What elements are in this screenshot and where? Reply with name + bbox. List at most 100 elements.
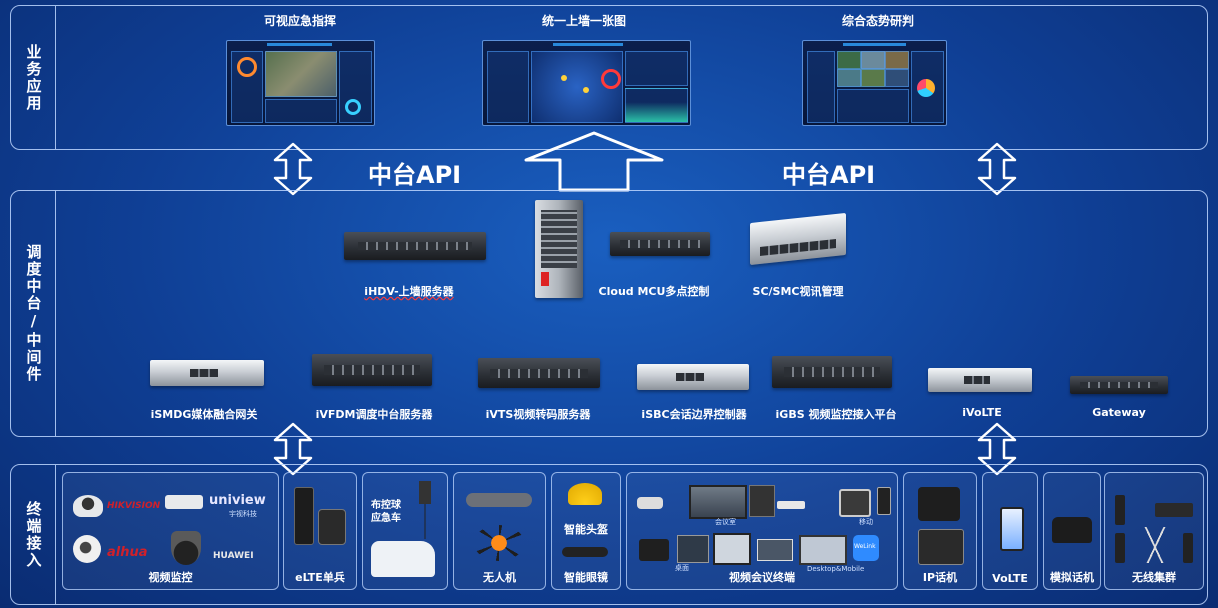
emergency-dashboard-screenshot[interactable] <box>226 40 375 126</box>
bullet-camera-icon <box>165 495 203 509</box>
server-label-gateway: Gateway <box>1092 406 1146 419</box>
phone-icon <box>877 487 891 515</box>
smartphone-icon <box>1000 507 1024 551</box>
terminal-elte[interactable]: eLTE单兵 <box>283 472 357 590</box>
endpoint-box-icon <box>777 501 805 509</box>
cloud-mcu-image <box>610 232 710 256</box>
body-camera-icon <box>318 509 346 545</box>
huawei-logo: HUAWEI <box>213 551 254 561</box>
ivts-image <box>478 358 600 388</box>
uniview-cn-logo: 宇视科技 <box>229 510 257 518</box>
api-label-right: 中台API <box>782 161 876 189</box>
terminal-drone[interactable]: 无人机 <box>453 472 546 590</box>
uniview-logo: uniview <box>209 493 266 508</box>
upward-arrow <box>524 131 664 192</box>
terminal-volte[interactable]: VoLTE <box>982 472 1038 590</box>
desk-monitor-icon <box>713 533 751 565</box>
business-layer-label: 业务应用 <box>11 6 56 149</box>
tower-icon <box>1143 527 1167 563</box>
server-label-ivolte: iVoLTE <box>962 406 1002 419</box>
desktop-mobile-label: Desktop&Mobile <box>807 565 865 573</box>
ip-phone-icon <box>639 539 669 561</box>
gateway-image <box>1070 376 1168 394</box>
business-layer: 业务应用 <box>10 5 1208 150</box>
terminal-layer-label: 终端接入 <box>11 465 56 604</box>
vehicle-label: 布控球 应急车 <box>371 500 401 524</box>
handheld-radio-icon <box>1115 495 1125 525</box>
emergency-van-icon <box>371 541 435 577</box>
isbc-image <box>637 364 749 390</box>
ptz-camera-icon <box>73 535 101 563</box>
double-arrow-left-top <box>273 142 313 196</box>
tripod-camera-icon <box>419 481 431 539</box>
tv-screen-icon <box>749 485 775 517</box>
desktop-mobile-icon <box>799 535 847 565</box>
helmet-icon <box>568 483 602 505</box>
server-label-isbc: iSBC会话边界控制器 <box>641 408 747 421</box>
terminal-label-ip-phone: IP话机 <box>922 571 958 584</box>
server-label-igbs: iGBS 视频监控接入平台 <box>775 408 897 421</box>
handheld-radio-icon-2 <box>1115 533 1125 563</box>
app-caption-situation: 综合态势研判 <box>841 14 914 28</box>
middleware-layer: 调度中台/中间件 <box>10 190 1208 437</box>
app-caption-wall: 统一上墙一张图 <box>541 14 626 28</box>
terminal-ip-phone[interactable]: IP话机 <box>903 472 977 590</box>
terminal-label-trunking: 无线集群 <box>1132 571 1176 584</box>
terminal-label-glasses: 智能眼镜 <box>564 571 608 584</box>
server-label-sc-smc: SC/SMC视讯管理 <box>752 285 844 298</box>
conference-camera-icon <box>637 497 663 509</box>
server-label-cloud-mcu: Cloud MCU多点控制 <box>598 285 710 298</box>
terminal-trunking[interactable]: 无线集群 <box>1104 472 1204 590</box>
welink-logo-icon: WeLink <box>853 535 879 561</box>
terminal-smart-wear[interactable]: 智能头盔 智能眼镜 <box>551 472 621 590</box>
ivfdm-image <box>312 354 432 386</box>
server-label-ivfdm: iVFDM调度中台服务器 <box>315 408 433 421</box>
dahua-logo: alhua <box>107 545 148 560</box>
hikvision-logo: HIKVISION <box>107 501 161 511</box>
terminal-analog-phone[interactable]: 模拟话机 <box>1043 472 1101 590</box>
terminal-label-volte: VoLTE <box>992 572 1028 585</box>
drone-orange-icon <box>474 525 524 561</box>
app-caption-emergency: 可视应急指挥 <box>263 14 336 28</box>
terminal-label-drone: 无人机 <box>483 571 516 584</box>
desk-screen-icon <box>677 535 709 563</box>
analog-phone-icon <box>1052 517 1092 543</box>
speed-dome-icon <box>171 531 201 565</box>
terminal-label-helmet: 智能头盔 <box>564 523 608 536</box>
terminal-layer: 终端接入 <box>10 464 1208 605</box>
drone-gray-icon <box>466 493 532 507</box>
handheld-radio-icon-3 <box>1183 533 1193 563</box>
laptop-icon <box>757 539 793 561</box>
wall-map-screenshot[interactable] <box>482 40 691 126</box>
terminal-video-surveillance[interactable]: HIKVISION uniview 宇视科技 alhua HUAWEI 视频监控 <box>62 472 279 590</box>
chassis-server-image <box>535 200 583 298</box>
ihdv-server-image <box>344 232 486 260</box>
dome-camera-icon <box>73 495 103 517</box>
video-phone-icon <box>918 529 964 565</box>
terminal-label-elte: eLTE单兵 <box>295 571 345 584</box>
terminal-video-conference[interactable]: 会议室 移动 桌面 Desktop&Mobile WeLink 视频会议终端 <box>626 472 898 590</box>
server-label-ivts: iVTS视频转码服务器 <box>485 408 591 421</box>
welink-label: WeLink <box>854 543 876 550</box>
double-arrow-right-top <box>977 142 1017 196</box>
terminal-label-video-conference: 视频会议终端 <box>729 571 795 584</box>
meeting-room-label: 会议室 <box>715 518 736 526</box>
vehicle-radio-icon <box>1155 503 1193 517</box>
api-label-left: 中台API <box>368 161 462 189</box>
terminal-vehicle[interactable]: 布控球 应急车 <box>362 472 448 590</box>
double-arrow-right-bottom <box>977 422 1017 476</box>
double-arrow-left-bottom <box>273 422 313 476</box>
radio-handset-icon <box>294 487 314 545</box>
situation-analysis-screenshot[interactable] <box>802 40 947 126</box>
desktop-label: 桌面 <box>675 564 689 572</box>
ismdg-image <box>150 360 264 386</box>
terminal-label-analog-phone: 模拟话机 <box>1050 571 1094 584</box>
terminal-label-video-surveillance: 视频监控 <box>148 571 193 584</box>
server-label-ismdg: iSMDG媒体融合网关 <box>150 408 258 421</box>
tablet-icon <box>839 489 871 517</box>
mobile-label: 移动 <box>859 518 873 526</box>
middleware-layer-label: 调度中台/中间件 <box>11 191 56 436</box>
ivolte-image <box>928 368 1032 392</box>
server-label-ihdv: iHDV-上墙服务器 <box>364 285 454 298</box>
igbs-image <box>772 356 892 388</box>
